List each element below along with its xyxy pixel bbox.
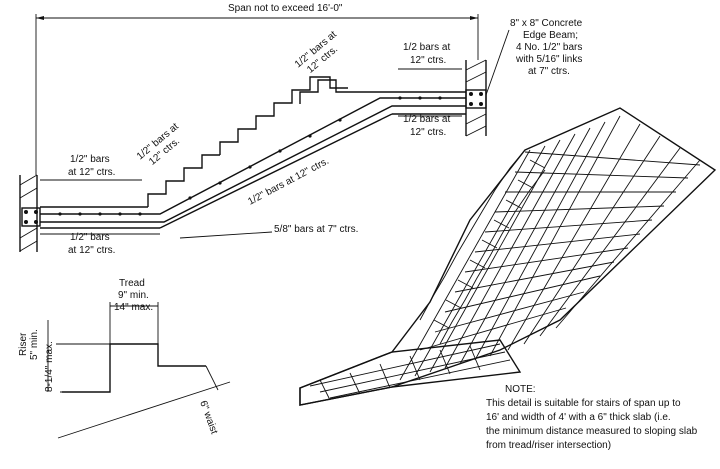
- stair-section: [40, 76, 466, 229]
- edge-beam-line-3: 4 No. 1/2" bars: [516, 42, 582, 53]
- edge-beam-line-1: 8" x 8" Concrete: [510, 18, 583, 29]
- bar-label-left-upper-1: 1/2" bars: [70, 154, 110, 165]
- waist-label: 6" waist: [197, 399, 219, 436]
- bar-label-top-right-lower-2: 12" ctrs.: [410, 127, 446, 138]
- bar-label-left-upper-2: at 12" ctrs.: [68, 167, 115, 178]
- right-wall: [465, 59, 487, 137]
- note-block: NOTE: This detail is suitable for stairs…: [486, 384, 698, 451]
- note-line-3: the minimum distance measured to sloping…: [486, 426, 698, 437]
- tread-max: 14" max.: [114, 302, 153, 313]
- tread-title: Tread: [119, 278, 145, 289]
- span-label: Span not to exceed 16'-0": [228, 3, 343, 14]
- riser-tread-detail: Tread 9" min. 14" max. Riser 5" min. 8-1…: [18, 278, 231, 439]
- bar-label-top-right-lower-1: 1/2 bars at: [403, 114, 450, 125]
- bar-labels: 1/2 bars at 12" ctrs. 1/2 bars at 12" ct…: [40, 18, 583, 256]
- bar-label-top-right-upper-1: 1/2 bars at: [403, 42, 450, 53]
- note-title: NOTE:: [505, 384, 536, 395]
- bar-label-left-lower-2: at 12" ctrs.: [68, 245, 115, 256]
- edge-beam-line-4: with 5/16" links: [515, 54, 582, 65]
- riser-max: 8-1/4" max.: [44, 341, 55, 392]
- left-wall: [19, 174, 41, 252]
- riser-min: 5" min.: [29, 329, 40, 360]
- note-line-2: 16' and width of 4' with a 6" thick slab…: [486, 412, 671, 423]
- isometric-stair-cage: [299, 107, 717, 406]
- edge-beam-line-5: at 7" ctrs.: [528, 66, 570, 77]
- note-line-4: from tread/riser intersection): [486, 440, 611, 451]
- bar-label-diagonal-main: 1/2" bars at 12" ctrs.: [246, 156, 331, 208]
- edge-beam-line-2: Edge Beam;: [523, 30, 578, 41]
- bar-label-left-lower-1: 1/2" bars: [70, 232, 110, 243]
- bar-label-top-right-upper-2: 12" ctrs.: [410, 55, 446, 66]
- note-line-1: This detail is suitable for stairs of sp…: [486, 398, 681, 409]
- riser-title: Riser: [18, 332, 29, 356]
- bar-label-diagonal-secondary: 5/8" bars at 7" ctrs.: [274, 224, 358, 235]
- tread-min: 9" min.: [118, 290, 149, 301]
- span-dimension: Span not to exceed 16'-0": [35, 3, 479, 175]
